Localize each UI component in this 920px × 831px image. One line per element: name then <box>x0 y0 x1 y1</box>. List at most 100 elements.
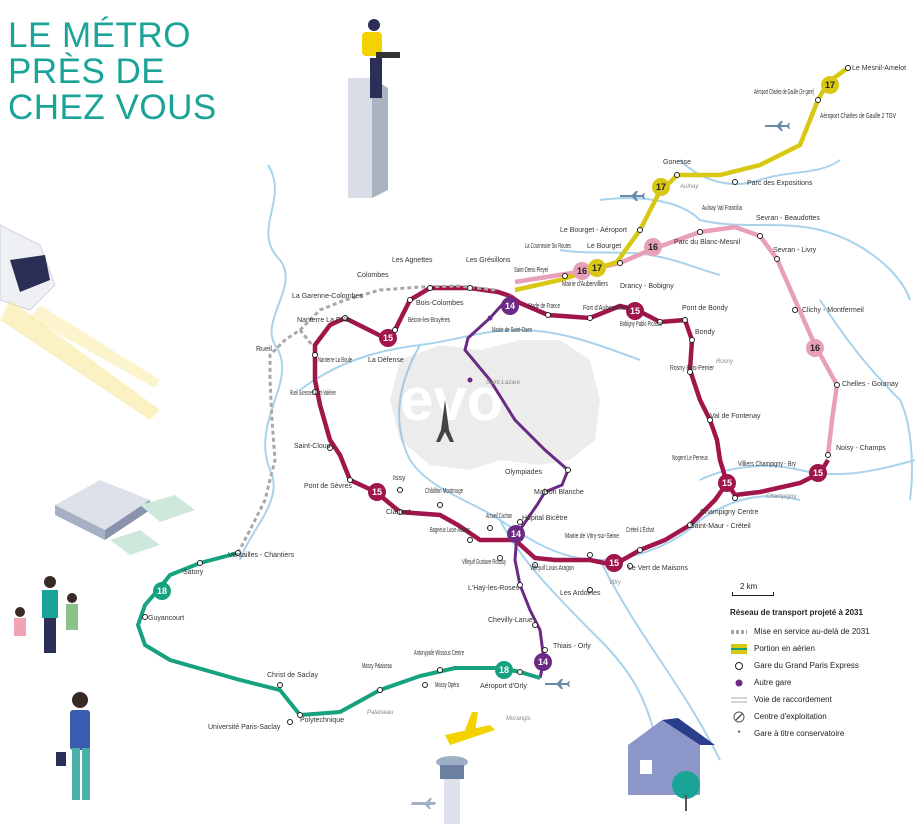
marker-18-guyancourt: 18 <box>153 582 171 600</box>
marker-16-pleyel: 16 <box>573 262 591 280</box>
svg-text:Guyancourt: Guyancourt <box>148 615 184 622</box>
illustration-tower-with-person <box>348 19 400 198</box>
svg-text:Massy Opéra: Massy Opéra <box>435 682 459 689</box>
svg-text:15: 15 <box>813 468 823 478</box>
svg-text:La Garenne-Colombes: La Garenne-Colombes <box>292 293 363 300</box>
svg-text:Sevran - Beaudottes: Sevran - Beaudottes <box>756 215 820 222</box>
svg-text:Antonypole Wissous Centre: Antonypole Wissous Centre <box>414 650 464 657</box>
svg-text:15: 15 <box>609 558 619 568</box>
svg-text:Bondy: Bondy <box>695 329 715 336</box>
scale-bar <box>732 592 774 596</box>
legend-item: Autre gare <box>730 674 915 691</box>
svg-text:La Défense: La Défense <box>368 357 404 364</box>
svg-text:Versailles - Chantiers: Versailles - Chantiers <box>228 552 295 559</box>
svg-text:Morangis: Morangis <box>506 716 531 722</box>
marker-14-pleyel: 14 <box>501 297 519 315</box>
legend-title: Réseau de transport projeté à 2031 <box>730 608 863 617</box>
svg-text:Mairie de Saint-Ouen: Mairie de Saint-Ouen <box>492 327 532 334</box>
illustration-family <box>14 576 78 653</box>
svg-text:Nanterre La Boule: Nanterre La Boule <box>318 357 352 364</box>
double-line-icon <box>730 695 748 705</box>
marker-15-aubervilliers: 15 <box>626 302 644 320</box>
illustration-control-tower <box>411 756 468 824</box>
marker-14-cachan: 14 <box>507 525 525 543</box>
marker-15-noisy: 15 <box>809 464 827 482</box>
svg-text:Châtillon Montrouge: Châtillon Montrouge <box>425 488 463 495</box>
svg-text:Polytechnique: Polytechnique <box>300 717 344 724</box>
svg-text:Parc des Expositions: Parc des Expositions <box>747 180 813 187</box>
svg-text:Issy: Issy <box>393 475 406 482</box>
line-18 <box>135 551 541 718</box>
svg-text:17: 17 <box>656 182 666 192</box>
svg-text:Parc du Blanc-Mesnil: Parc du Blanc-Mesnil <box>674 239 741 246</box>
legend-item: Gare du Grand Paris Express <box>730 657 915 674</box>
line-markers: 17 17 16 16 17 16 14 15 15 15 15 15 14 1… <box>153 76 839 679</box>
marker-17-gonesse: 17 <box>652 178 670 196</box>
svg-text:Maison Blanche: Maison Blanche <box>534 489 584 496</box>
illustration-airplane-yellow <box>445 712 495 745</box>
svg-text:Bagneux Lucie Aubrac: Bagneux Lucie Aubrac <box>430 527 470 534</box>
asterisk-icon: * <box>737 729 741 738</box>
svg-text:15: 15 <box>372 487 382 497</box>
svg-text:14: 14 <box>538 657 548 667</box>
svg-text:15: 15 <box>630 306 640 316</box>
marker-17-cdg: 17 <box>821 76 839 94</box>
svg-text:Drancy - Bobigny: Drancy - Bobigny <box>620 283 674 290</box>
legend-label: Autre gare <box>754 678 792 687</box>
legend-label: Centre d'exploitation <box>754 712 827 721</box>
legend-item: Voie de raccordement <box>730 691 915 708</box>
svg-text:Saint-Cloud: Saint-Cloud <box>294 443 331 450</box>
svg-text:Bobigny Pablo Picasso: Bobigny Pablo Picasso <box>620 321 662 328</box>
svg-text:15: 15 <box>722 478 732 488</box>
svg-text:Aulnay Val Francilia: Aulnay Val Francilia <box>702 205 742 212</box>
svg-text:Bécon-les-Bruyères: Bécon-les-Bruyères <box>408 317 450 324</box>
svg-text:Fort d'Aubervilliers: Fort d'Aubervilliers <box>583 305 629 312</box>
station-labels: Le Mesnil-Amelot Aéroport Charles de Gau… <box>148 65 906 731</box>
svg-text:Mairie d'Aubervilliers: Mairie d'Aubervilliers <box>562 281 608 288</box>
svg-text:Aulnay: Aulnay <box>679 184 699 190</box>
svg-text:Les Grésillons: Les Grésillons <box>466 257 511 264</box>
line-17 <box>514 66 850 293</box>
marker-15-vitry: 15 <box>605 554 623 572</box>
legend-item: Centre d'exploitation <box>730 708 915 725</box>
svg-text:Nanterre La Folie: Nanterre La Folie <box>297 317 351 324</box>
legend-item: * Gare à titre conservatoire <box>730 725 915 742</box>
map-legend: 2 km Réseau de transport projeté à 2031 … <box>730 582 915 742</box>
svg-text:Villiers Champigny - Bry: Villiers Champigny - Bry <box>738 461 796 468</box>
illustration-train <box>0 224 160 420</box>
airplane-icon-cdg <box>765 121 790 131</box>
svg-text:Le Bourget: Le Bourget <box>587 243 621 250</box>
svg-text:17: 17 <box>825 80 835 90</box>
svg-text:Clamart: Clamart <box>386 509 411 516</box>
line-14 <box>463 294 570 679</box>
evo-immo-watermark: evo <box>390 340 600 470</box>
legend-label: Portion en aérien <box>754 644 815 653</box>
svg-text:Chevilly-Larue: Chevilly-Larue <box>488 617 533 624</box>
svg-text:Satory: Satory <box>183 569 204 576</box>
marker-14-orly: 14 <box>534 653 552 671</box>
svg-text:Pont de Sèvres: Pont de Sèvres <box>304 483 352 490</box>
illustration-man-walking <box>56 692 90 800</box>
svg-text:Rueil Suresnes Mont-Valérien: Rueil Suresnes Mont-Valérien <box>290 390 336 397</box>
svg-text:Université Paris-Saclay: Université Paris-Saclay <box>208 724 281 731</box>
svg-text:Colombes: Colombes <box>357 272 389 279</box>
svg-text:Sevran - Livry: Sevran - Livry <box>773 247 817 254</box>
svg-text:Les Ardoines: Les Ardoines <box>560 590 601 597</box>
svg-text:Villejuif Louis Aragon: Villejuif Louis Aragon <box>530 565 574 572</box>
svg-text:Aéroport Charles de Gaulle (2e: Aéroport Charles de Gaulle (2e gare) <box>754 89 814 96</box>
svg-text:Val de Fontenay: Val de Fontenay <box>710 413 761 420</box>
svg-text:Les Agnettes: Les Agnettes <box>392 257 433 264</box>
svg-text:Le Vert de Maisons: Le Vert de Maisons <box>628 565 688 572</box>
svg-text:Thiais - Orly: Thiais - Orly <box>553 643 591 650</box>
svg-text:Champigny Centre: Champigny Centre <box>700 509 758 516</box>
legend-label: Gare du Grand Paris Express <box>754 661 859 670</box>
station-dots <box>142 65 851 725</box>
svg-text:16: 16 <box>577 266 587 276</box>
airplane-icon-bourget <box>620 191 645 201</box>
svg-text:14: 14 <box>505 301 515 311</box>
illustration-building <box>55 480 195 555</box>
svg-text:Le Mesnil-Amelot: Le Mesnil-Amelot <box>852 65 906 72</box>
legend-label: Gare à titre conservatoire <box>754 729 845 738</box>
marker-16-clichy: 16 <box>806 339 824 357</box>
marker-15-defense: 15 <box>379 329 397 347</box>
